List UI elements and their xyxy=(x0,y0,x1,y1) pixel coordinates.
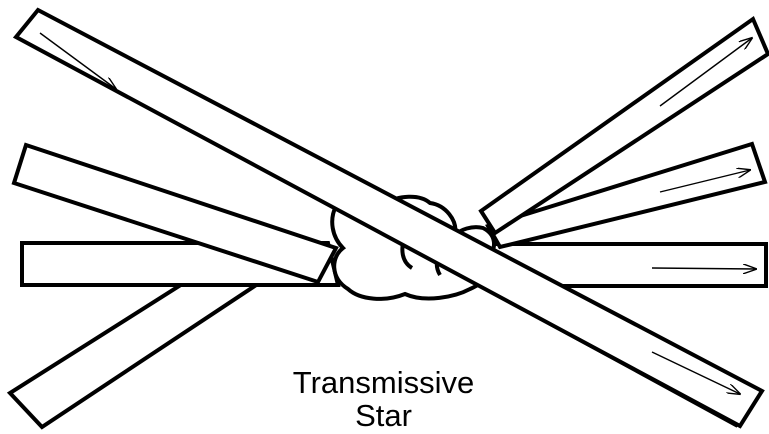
signal-arrow xyxy=(651,268,756,269)
signal-arrow xyxy=(659,38,752,107)
input-fiber-1 xyxy=(12,7,765,429)
signal-arrow xyxy=(659,170,750,193)
output-fiber-2 xyxy=(485,141,768,250)
signal-arrow xyxy=(39,32,116,89)
input-fiber-2 xyxy=(11,142,339,285)
diagram-label-line2: Star xyxy=(355,398,412,433)
signal-arrow xyxy=(651,351,740,394)
diagram-label-line1: Transmissive xyxy=(292,365,475,400)
output-fiber-1 xyxy=(478,15,769,236)
